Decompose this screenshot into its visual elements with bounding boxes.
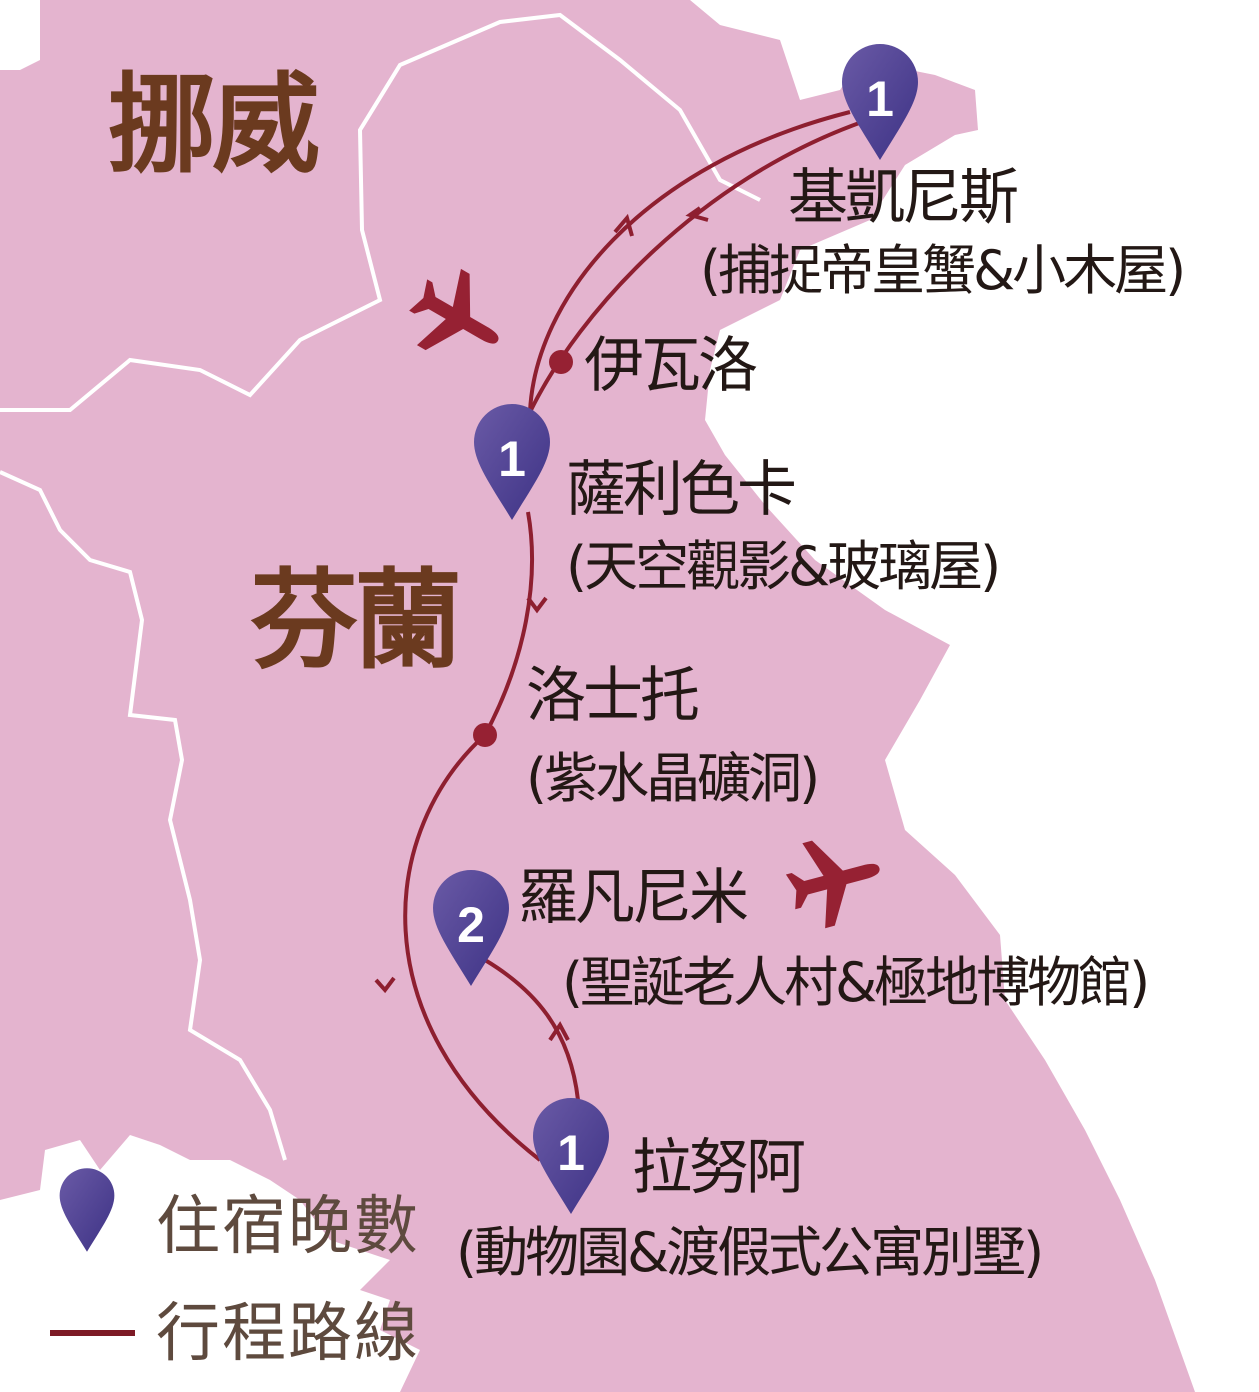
stop-name: 羅凡尼米 bbox=[518, 863, 749, 933]
stop-name: 基凱尼斯 bbox=[788, 163, 1019, 233]
svg-text:1: 1 bbox=[866, 71, 894, 127]
legend-route-label: 行程路線 bbox=[156, 1297, 420, 1371]
stop-dot-ivalo bbox=[549, 350, 573, 374]
country-label-finland: 芬蘭 bbox=[250, 559, 462, 684]
border-sweden-finland bbox=[0, 470, 287, 1161]
stop-note: (紫水晶礦洞) bbox=[526, 747, 820, 810]
stop-name: 拉努阿 bbox=[632, 1133, 806, 1203]
stop-name: 薩利色卡 bbox=[566, 455, 797, 525]
legend-pin-label: 住宿晚數 bbox=[156, 1190, 420, 1264]
stop-dot-luosto bbox=[473, 723, 497, 747]
stop-name: 洛士托 bbox=[526, 661, 700, 731]
country-label-norway: 挪威 bbox=[108, 63, 320, 188]
svg-text:1: 1 bbox=[557, 1125, 585, 1181]
stop-note: (聖誕老人村&極地博物館) bbox=[562, 951, 1150, 1014]
border-norway-finland bbox=[0, 12, 761, 412]
legend-route-line bbox=[50, 1330, 135, 1336]
svg-text:1: 1 bbox=[498, 431, 526, 487]
pin-kirkenes: 1 bbox=[842, 44, 918, 160]
legend-pin-icon bbox=[59, 1168, 115, 1252]
svg-text:2: 2 bbox=[457, 897, 485, 953]
pin-rovaniemi: 2 bbox=[433, 870, 509, 986]
pin-ranua: 1 bbox=[533, 1098, 609, 1214]
stop-note: (捕捉帝皇蟹&小木屋) bbox=[700, 239, 1186, 302]
pin-saariselka: 1 bbox=[474, 404, 550, 520]
stop-note: (動物園&渡假式公寓別墅) bbox=[456, 1221, 1044, 1284]
stop-name: 伊瓦洛 bbox=[584, 331, 758, 401]
land bbox=[0, 0, 1195, 1392]
stop-note: (天空觀影&玻璃屋) bbox=[566, 535, 1001, 598]
